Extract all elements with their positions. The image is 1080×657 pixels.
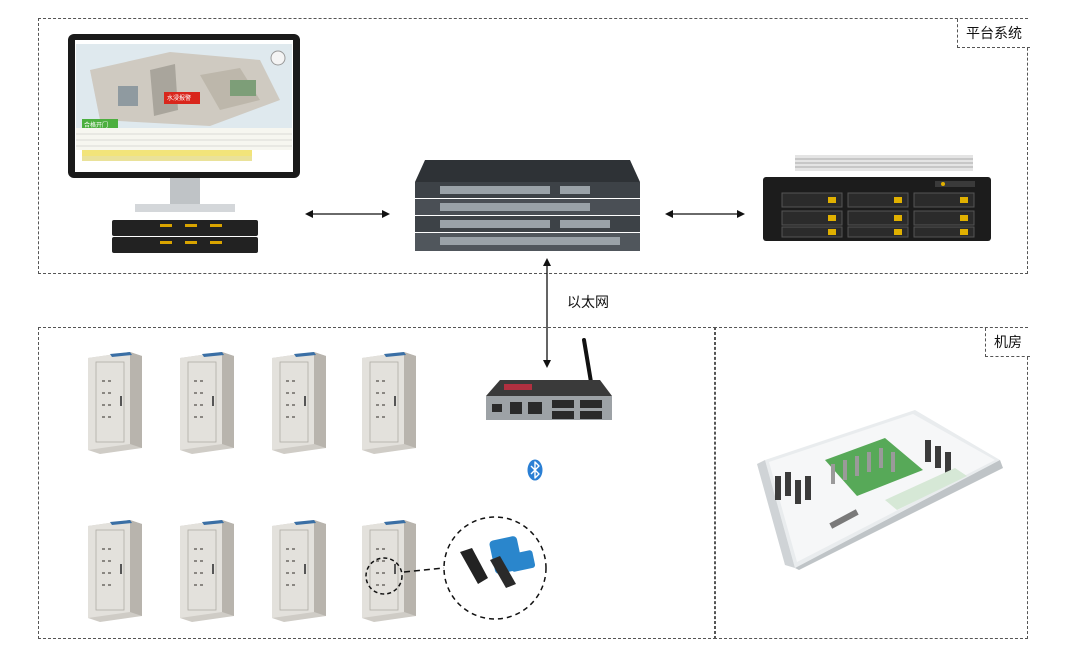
arrow-ethernet-vertical	[543, 258, 551, 368]
network-switch	[415, 160, 640, 251]
field-devices-region	[38, 327, 716, 639]
rack-server	[763, 155, 991, 241]
platform-system-region	[38, 18, 1028, 274]
machine-room-label: 机房	[985, 328, 1030, 357]
cabinet-row-top	[87, 351, 417, 455]
machine-room-3d-model	[757, 410, 1003, 570]
platform-system-label: 平台系统	[957, 19, 1030, 48]
ethernet-label: 以太网	[567, 294, 609, 310]
arrow-switch-server	[665, 210, 745, 218]
monitor-workstation	[68, 34, 300, 253]
arrow-monitor-switch	[305, 210, 390, 218]
gateway-device	[486, 338, 612, 420]
screen-green-tag: 合格开门	[84, 122, 109, 129]
screen-red-tag: 水浸报警	[167, 95, 192, 102]
sensor-zoom-callout	[365, 516, 547, 620]
bluetooth-icon	[527, 459, 543, 481]
machine-room-region	[714, 327, 1028, 639]
